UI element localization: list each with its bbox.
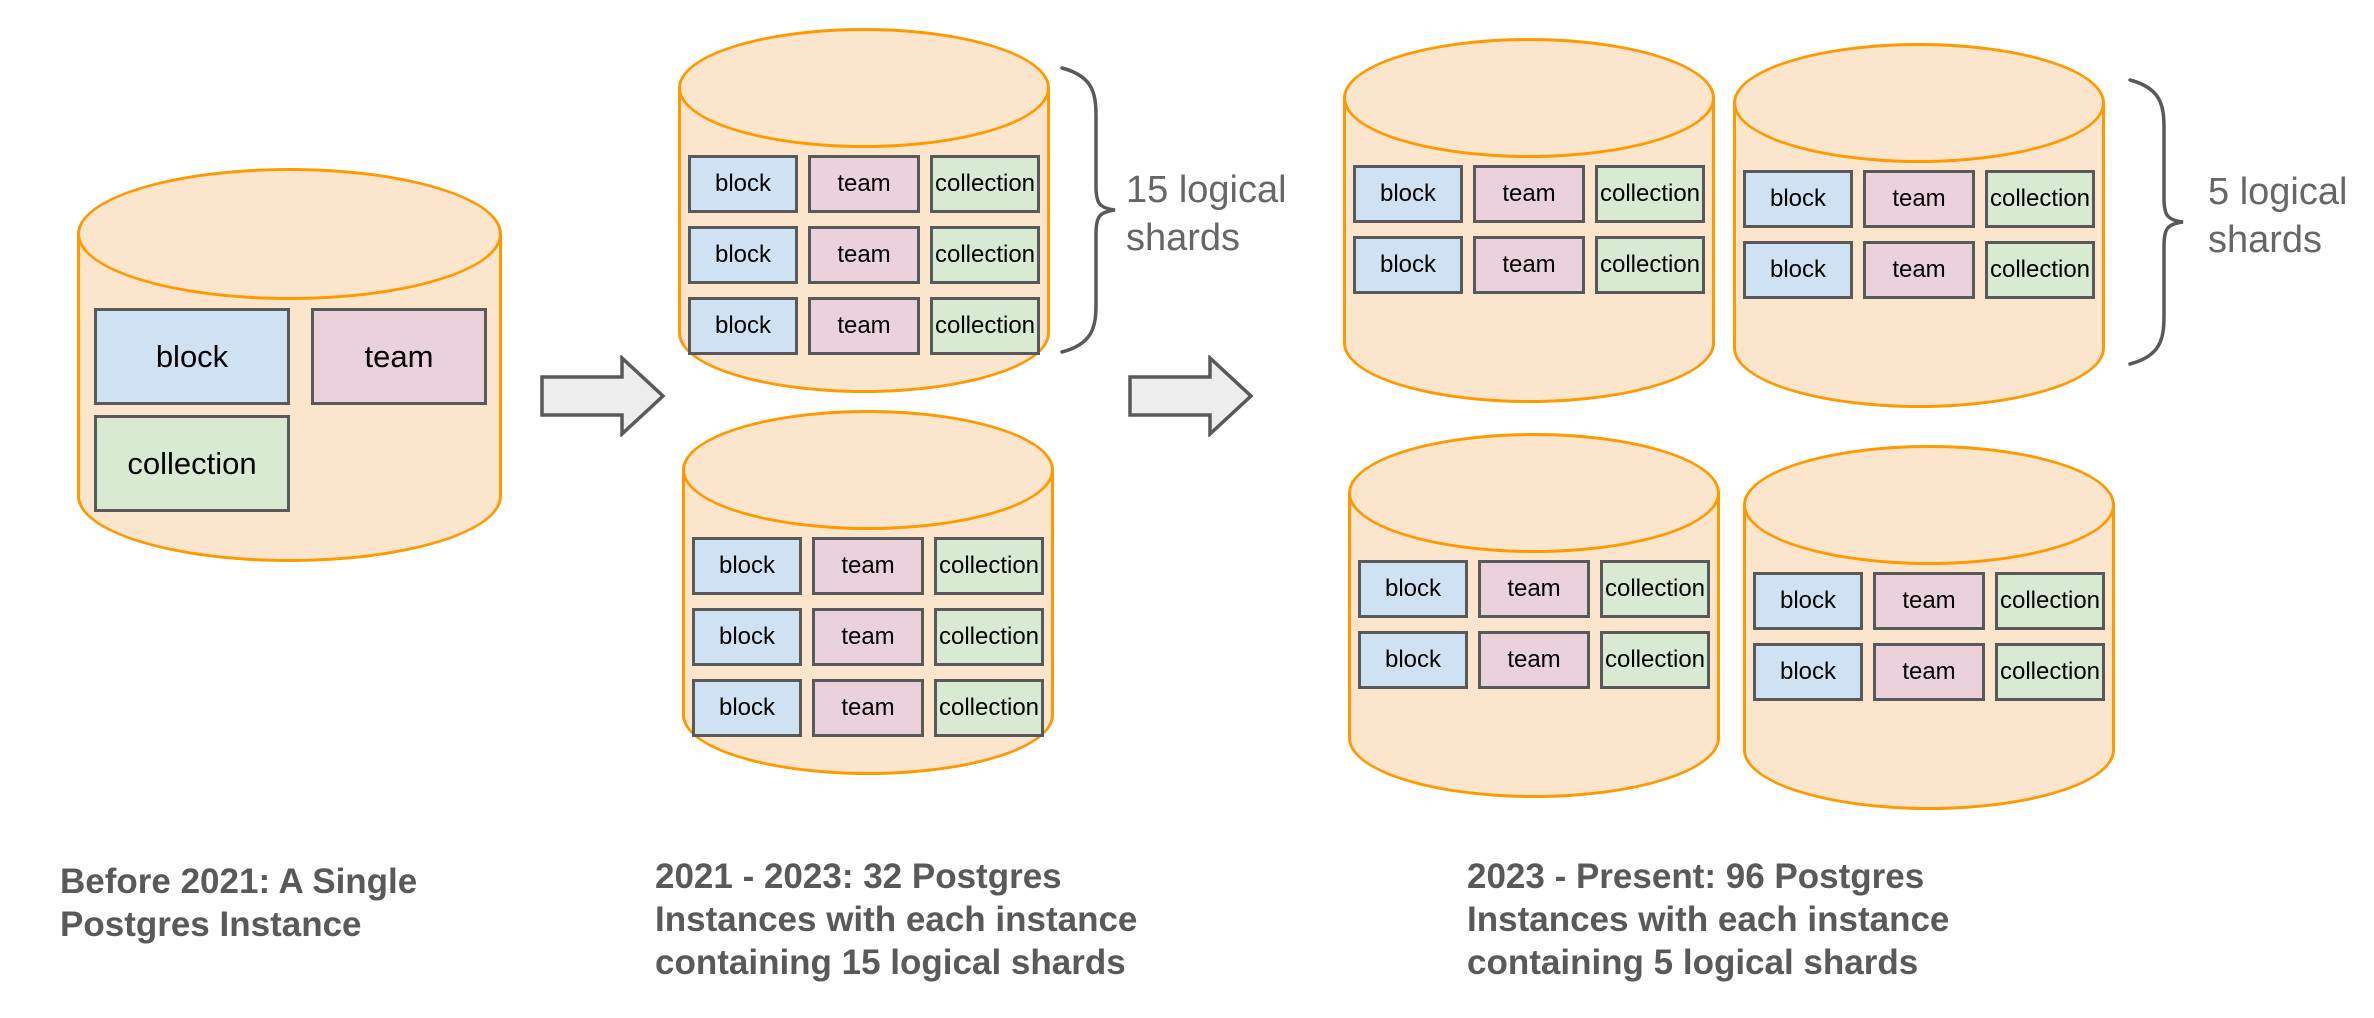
team-table-box: team: [808, 155, 920, 213]
shard-count-label: 15 logical shards: [1126, 169, 1287, 259]
block-table-box: block: [1753, 643, 1863, 701]
collection-table-box: collection: [930, 297, 1040, 355]
collection-table-box: collection: [94, 415, 290, 512]
block-table-box: block: [1743, 241, 1853, 299]
block-table-box: block: [692, 537, 802, 595]
cylinder-top-ellipse: [1733, 43, 2105, 163]
team-table-box: team: [812, 537, 924, 595]
collection-table-box: collection: [934, 537, 1044, 595]
team-table-box: team: [1863, 241, 1975, 299]
cylinder-top-ellipse: [1743, 445, 2115, 565]
collection-table-box: collection: [930, 155, 1040, 213]
team-table-box: team: [1873, 572, 1985, 630]
team-table-box: team: [1473, 165, 1585, 223]
curly-brace-icon: [2128, 78, 2184, 366]
collection-table-box: collection: [1995, 572, 2105, 630]
collection-table-box: collection: [1985, 170, 2095, 228]
team-table-box: team: [1478, 631, 1590, 689]
collection-table-box: collection: [1600, 560, 1710, 618]
transition-arrow-icon: [1128, 355, 1254, 437]
collection-table-box: collection: [1600, 631, 1710, 689]
block-table-box: block: [688, 297, 798, 355]
collection-table-box: collection: [934, 608, 1044, 666]
panel-caption: 2023 - Present: 96 Postgres Instances wi…: [1467, 857, 1950, 982]
block-table-box: block: [1353, 165, 1463, 223]
team-table-box: team: [311, 308, 487, 405]
team-table-box: team: [812, 679, 924, 737]
block-table-box: block: [688, 226, 798, 284]
shard-row: collection: [94, 415, 487, 512]
block-table-box: block: [1753, 572, 1863, 630]
cylinder-top-ellipse: [77, 168, 502, 300]
cylinder-top-ellipse: [1348, 433, 1720, 553]
block-table-box: block: [1358, 631, 1468, 689]
block-table-box: block: [1358, 560, 1468, 618]
collection-table-box: collection: [1595, 236, 1705, 294]
collection-table-box: collection: [1995, 643, 2105, 701]
collection-table-box: collection: [1595, 165, 1705, 223]
team-table-box: team: [808, 297, 920, 355]
block-table-box: block: [1743, 170, 1853, 228]
block-table-box: block: [1353, 236, 1463, 294]
team-table-box: team: [1478, 560, 1590, 618]
block-table-box: block: [692, 608, 802, 666]
team-table-box: team: [1873, 643, 1985, 701]
collection-table-box: collection: [930, 226, 1040, 284]
block-table-box: block: [688, 155, 798, 213]
team-table-box: team: [808, 226, 920, 284]
collection-table-box: collection: [1985, 241, 2095, 299]
cylinder-top-ellipse: [1343, 38, 1715, 158]
block-table-box: block: [94, 308, 290, 405]
cylinder-top-ellipse: [682, 410, 1054, 530]
shard-count-label: 5 logical shards: [2208, 171, 2348, 261]
curly-brace-icon: [1060, 66, 1116, 354]
team-table-box: team: [812, 608, 924, 666]
collection-table-box: collection: [934, 679, 1044, 737]
transition-arrow-icon: [540, 355, 666, 437]
panel-caption: Before 2021: A Single Postgres Instance: [60, 862, 418, 944]
team-table-box: team: [1473, 236, 1585, 294]
team-table-box: team: [1863, 170, 1975, 228]
cylinder-top-ellipse: [678, 28, 1050, 148]
block-table-box: block: [692, 679, 802, 737]
panel-caption: 2021 - 2023: 32 Postgres Instances with …: [655, 857, 1138, 982]
